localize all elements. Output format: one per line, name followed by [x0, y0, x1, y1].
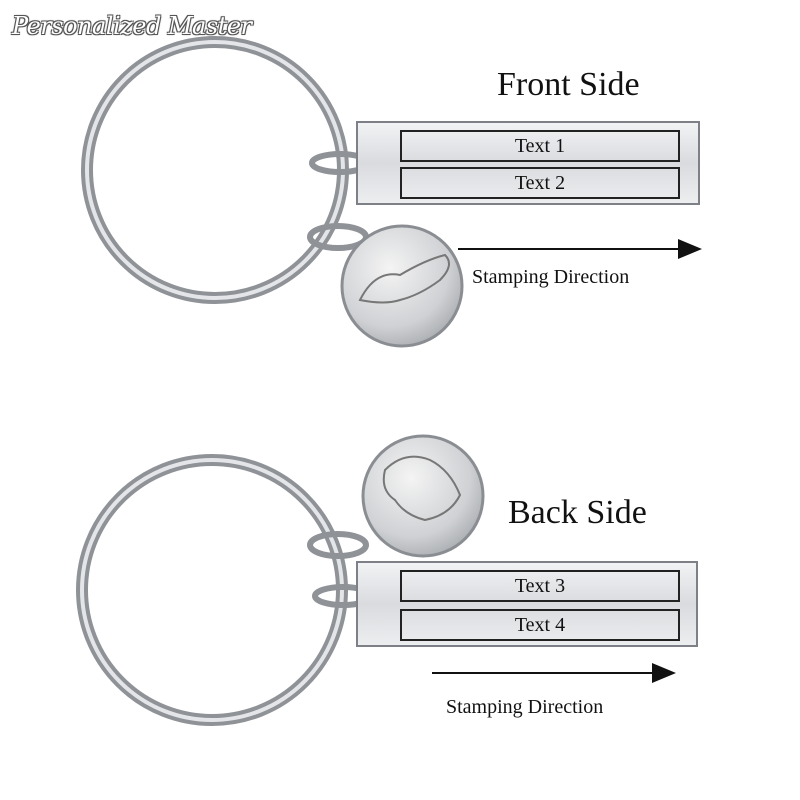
front-side-heading: Front Side — [497, 66, 640, 103]
front-text-field-2: Text 2 — [400, 167, 680, 199]
back-stamping-direction-label: Stamping Direction — [446, 696, 604, 718]
front-text-field-1: Text 1 — [400, 130, 680, 162]
front-keychain — [81, 36, 702, 348]
back-bar-tag — [356, 561, 698, 647]
watermark-text: Personalized Master — [12, 12, 252, 40]
back-side-heading: Back Side — [508, 494, 647, 531]
front-stamping-direction-label: Stamping Direction — [472, 266, 630, 288]
back-jump-ring-1 — [307, 531, 369, 559]
back-keychain — [76, 434, 698, 726]
back-charm-hands-icon — [382, 455, 462, 522]
front-charm-hands-icon — [358, 253, 450, 304]
back-text-field-3: Text 3 — [400, 570, 680, 602]
back-charm-coin — [361, 434, 485, 558]
front-bar-tag — [356, 121, 700, 205]
front-charm-coin — [340, 224, 464, 348]
back-text-field-4: Text 4 — [400, 609, 680, 641]
